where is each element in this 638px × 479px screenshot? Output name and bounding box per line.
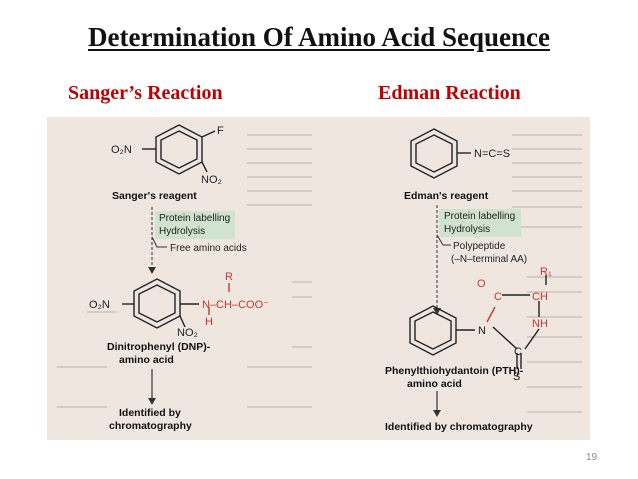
sanger-f-label: F bbox=[217, 125, 224, 137]
edman-nh-label: NH bbox=[532, 318, 548, 330]
sanger-product-o2n: O₂N bbox=[89, 299, 110, 311]
edman-step-box bbox=[439, 209, 521, 237]
sanger-reagent-ring bbox=[142, 124, 216, 175]
sanger-identified-2: chromatography bbox=[109, 420, 192, 432]
sanger-arrowhead-2 bbox=[148, 398, 156, 405]
edman-poly-1: Polypeptide bbox=[453, 241, 506, 252]
edman-arrowhead-2 bbox=[433, 410, 441, 417]
sanger-no2-label: NO₂ bbox=[201, 174, 222, 186]
edman-r1-label: R₁ bbox=[540, 266, 552, 278]
sanger-reagent-label: Sanger's reagent bbox=[112, 190, 197, 202]
sanger-product-no2: NO₂ bbox=[177, 327, 198, 339]
sanger-step2: Hydrolysis bbox=[159, 226, 205, 237]
sanger-heading: Sanger’s Reaction bbox=[68, 82, 223, 104]
edman-product-line2: amino acid bbox=[407, 378, 462, 390]
sanger-step-box bbox=[155, 211, 235, 239]
sanger-o2n-label: O₂N bbox=[111, 144, 132, 156]
sanger-r-label: R bbox=[225, 271, 233, 283]
edman-heading: Edman Reaction bbox=[378, 82, 521, 104]
edman-s-label: S bbox=[513, 371, 520, 383]
edman-step2: Hydrolysis bbox=[444, 224, 490, 235]
edman-reagent-label: Edman's reagent bbox=[404, 190, 489, 202]
sanger-product-ring bbox=[122, 278, 230, 329]
sanger-branch-arrow bbox=[151, 236, 167, 248]
background-text-lines bbox=[57, 134, 582, 413]
sanger-product-line1: Dinitrophenyl (DNP)- bbox=[107, 341, 211, 353]
sanger-chain-label: N–CH–COO⁻ bbox=[202, 299, 269, 311]
slide-title: Determination Of Amino Acid Sequence bbox=[88, 22, 550, 52]
sanger-free-amino: Free amino acids bbox=[170, 243, 247, 254]
sanger-identified-1: Identified by bbox=[119, 407, 181, 419]
edman-ch-label: CH bbox=[532, 291, 548, 303]
edman-identified: Identified by chromatography bbox=[385, 421, 533, 433]
edman-product-line1: Phenylthiohydantoin (PTH)- bbox=[385, 365, 524, 377]
edman-poly-2: (–N–terminal AA) bbox=[451, 254, 527, 265]
page-number: 19 bbox=[586, 452, 598, 463]
edman-n-label: N bbox=[478, 325, 486, 337]
sanger-product-line2: amino acid bbox=[119, 354, 174, 366]
edman-reagent-ring bbox=[410, 128, 471, 179]
edman-product-structure bbox=[409, 275, 547, 369]
reaction-diagram: O₂N F NO₂ Sanger's reagent Protein label… bbox=[57, 124, 582, 433]
edman-ncs-label: N=C=S bbox=[474, 148, 510, 160]
edman-o-label: O bbox=[477, 278, 486, 290]
edman-c1-label: C bbox=[494, 291, 502, 303]
edman-step1: Protein labelling bbox=[444, 211, 515, 222]
sanger-h-label: H bbox=[205, 316, 213, 328]
reaction-figure: O₂N F NO₂ Sanger's reagent Protein label… bbox=[47, 117, 590, 440]
edman-c2-label: C bbox=[514, 346, 522, 358]
sanger-step1: Protein labelling bbox=[159, 213, 230, 224]
sanger-arrowhead-1 bbox=[148, 267, 156, 274]
edman-branch-arrow bbox=[436, 234, 451, 246]
